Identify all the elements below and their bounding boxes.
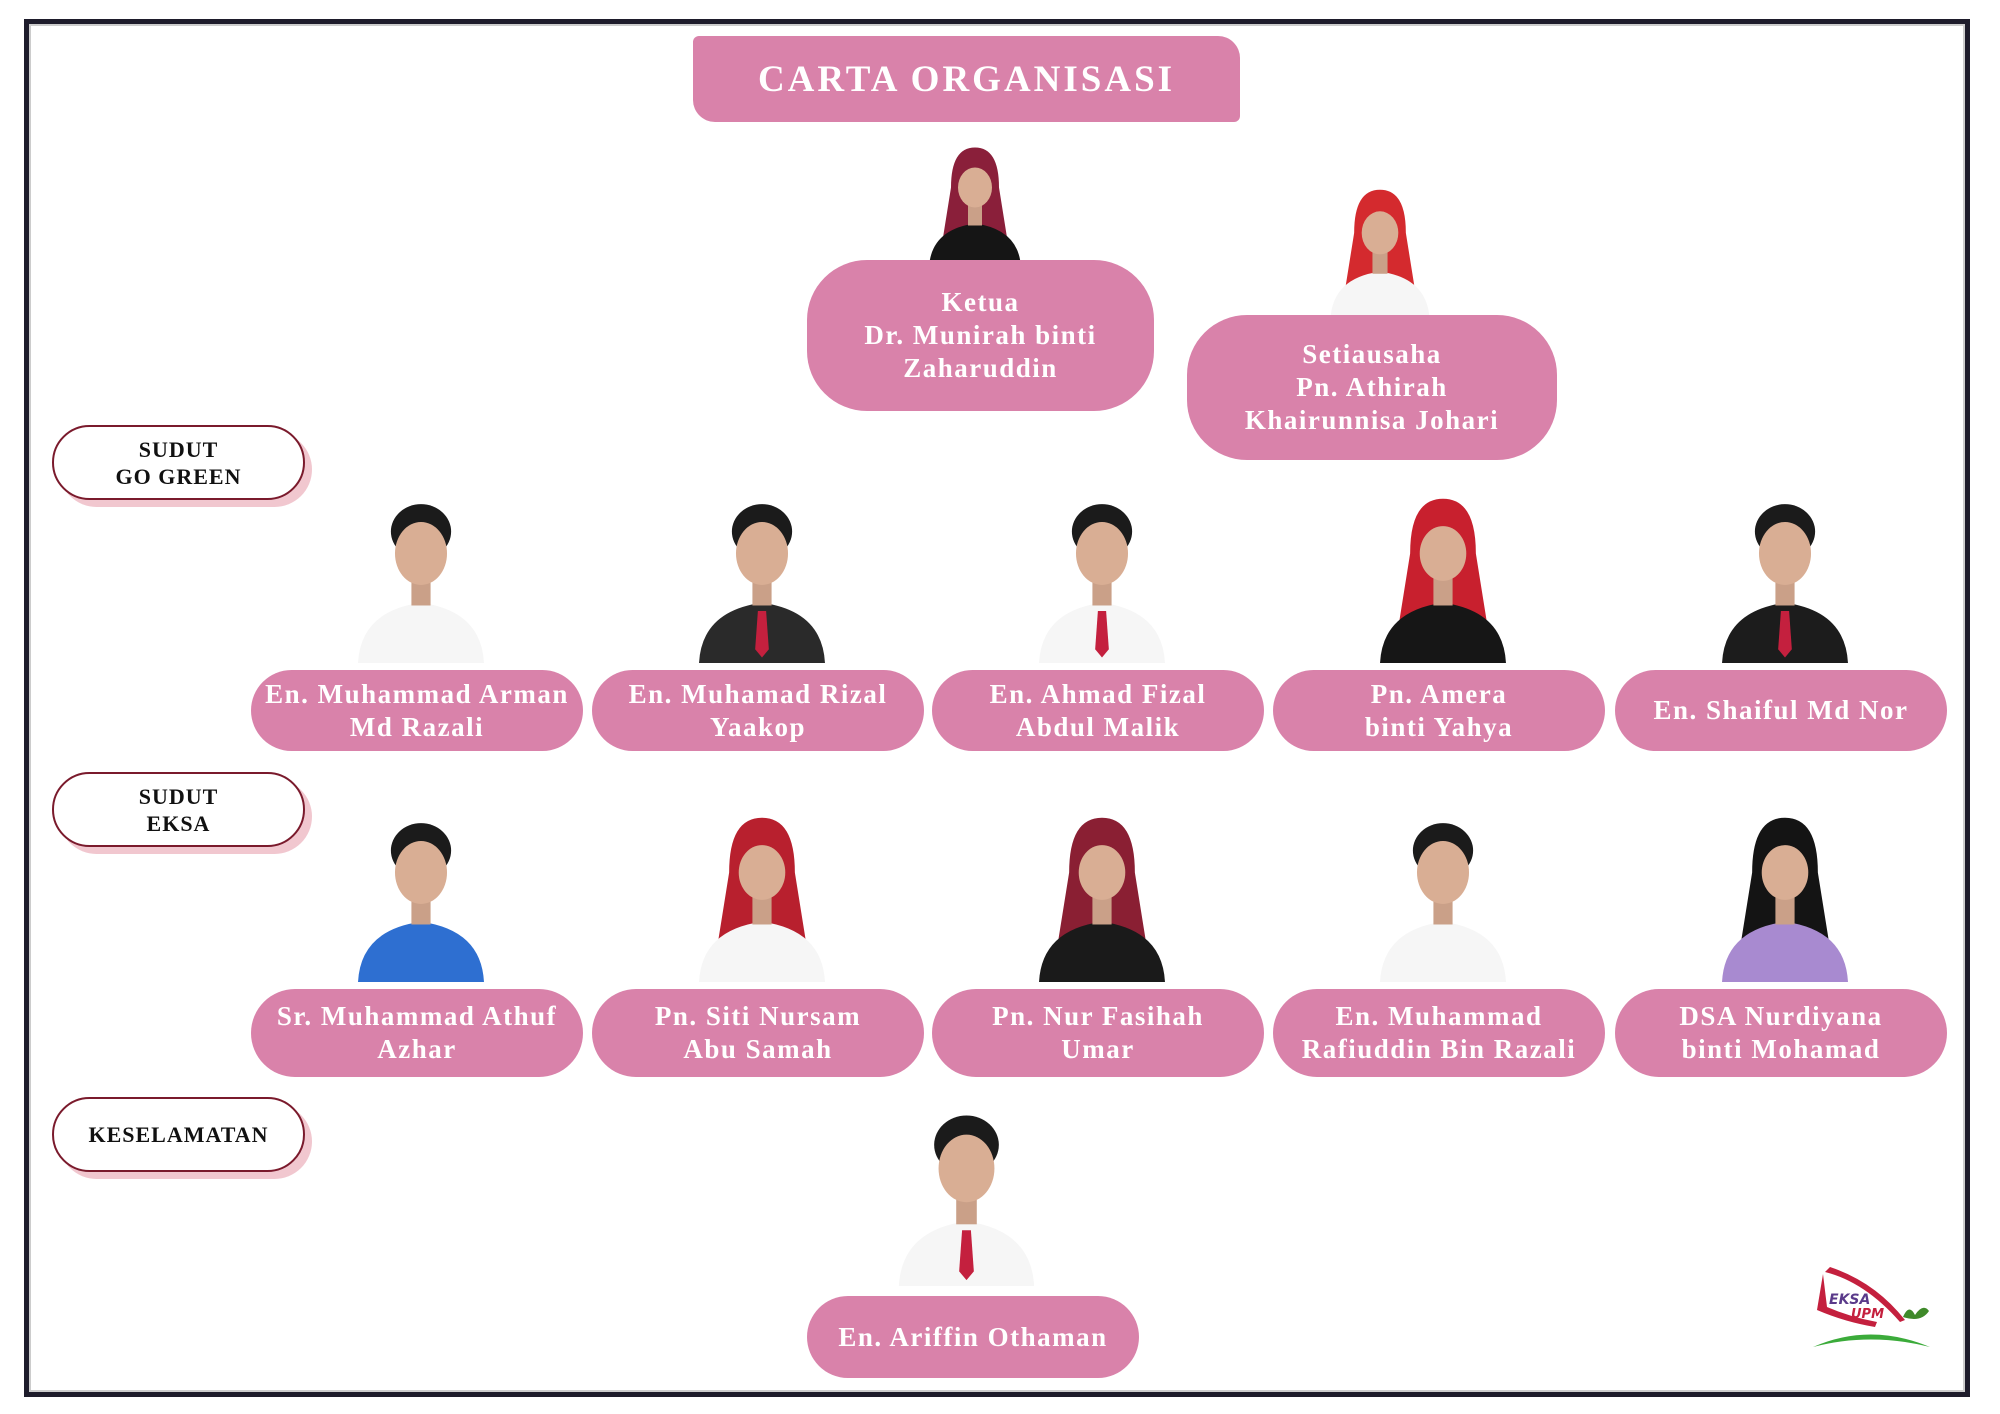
page-frame [24, 19, 1970, 1397]
member-name-line: Azhar [377, 1034, 457, 1064]
svg-text:UPM: UPM [1851, 1307, 1884, 1322]
portrait-photo [1380, 498, 1506, 663]
member-name-line: Abdul Malik [1015, 711, 1181, 742]
member-name-line: Umar [1061, 1034, 1135, 1064]
member-name-line: Dr. Munirah binti [864, 320, 1097, 350]
member-name-line: Md Razali [349, 711, 485, 742]
member-name-line: En. Shaiful Md Nor [1653, 695, 1909, 725]
member-name-line: Zaharuddin [903, 353, 1058, 383]
section-label-line: SUDUT [138, 436, 219, 462]
section-label-line: GO GREEN [115, 463, 242, 489]
member-name-line: binti Yahya [1364, 711, 1514, 742]
portrait-photo [1722, 504, 1848, 663]
member-name-line: Khairunnisa Johari [1244, 405, 1500, 435]
member-name-line: En. Ariffin Othaman [838, 1321, 1108, 1352]
member-name-line: Pn. Athirah [1296, 372, 1448, 402]
svg-text:EKSA: EKSA [1829, 1292, 1870, 1308]
member-name-line: Pn. Nur Fasihah [992, 1001, 1204, 1031]
member-name-line: Sr. Muhammad Athuf [276, 1001, 558, 1031]
member-name-line: Rafiuddin Bin Razali [1301, 1034, 1577, 1064]
member-name-line: En. Muhammad Arman [265, 678, 569, 709]
portrait-photo [699, 817, 825, 982]
member-name-line: Yaakop [709, 711, 807, 742]
member-name-line: En. Muhammad [1335, 1001, 1543, 1031]
section-label-line: KESELAMATAN [88, 1122, 269, 1147]
portrait-photo [358, 504, 484, 663]
portrait-ketua [929, 147, 1021, 268]
portrait-photo [358, 823, 484, 982]
role-label: Ketua [941, 287, 1020, 317]
chart-title: CARTA ORGANISASI [693, 36, 1240, 122]
section-label-line: EKSA [146, 810, 211, 836]
member-name-line: Abu Samah [683, 1034, 833, 1064]
member-name-line: binti Mohamad [1681, 1034, 1881, 1064]
portrait-photo [1722, 817, 1848, 982]
member-name-line: En. Ahmad Fizal [989, 678, 1207, 709]
portrait-photo [1380, 823, 1506, 982]
member-card: En. Shaiful Md Nor [1615, 670, 1947, 751]
section-label: KESELAMATAN [52, 1097, 305, 1172]
eksa-upm-logo: EKSA UPM [1813, 1267, 1930, 1347]
role-label: Setiausaha [1302, 339, 1442, 369]
section-label-line: SUDUT [138, 783, 219, 809]
member-card: En. Ariffin Othaman [807, 1296, 1139, 1378]
portrait-setiausaha [1330, 189, 1430, 319]
portrait-photo [699, 504, 825, 663]
portrait-photo [1039, 817, 1165, 982]
member-name-line: DSA Nurdiyana [1679, 1001, 1883, 1031]
member-name-line: Pn. Amera [1370, 678, 1508, 709]
portrait-photo [1039, 504, 1165, 663]
member-name-line: En. Muhamad Rizal [628, 678, 888, 709]
member-name-line: Pn. Siti Nursam [654, 1001, 862, 1031]
portrait-photo [898, 1115, 1035, 1287]
